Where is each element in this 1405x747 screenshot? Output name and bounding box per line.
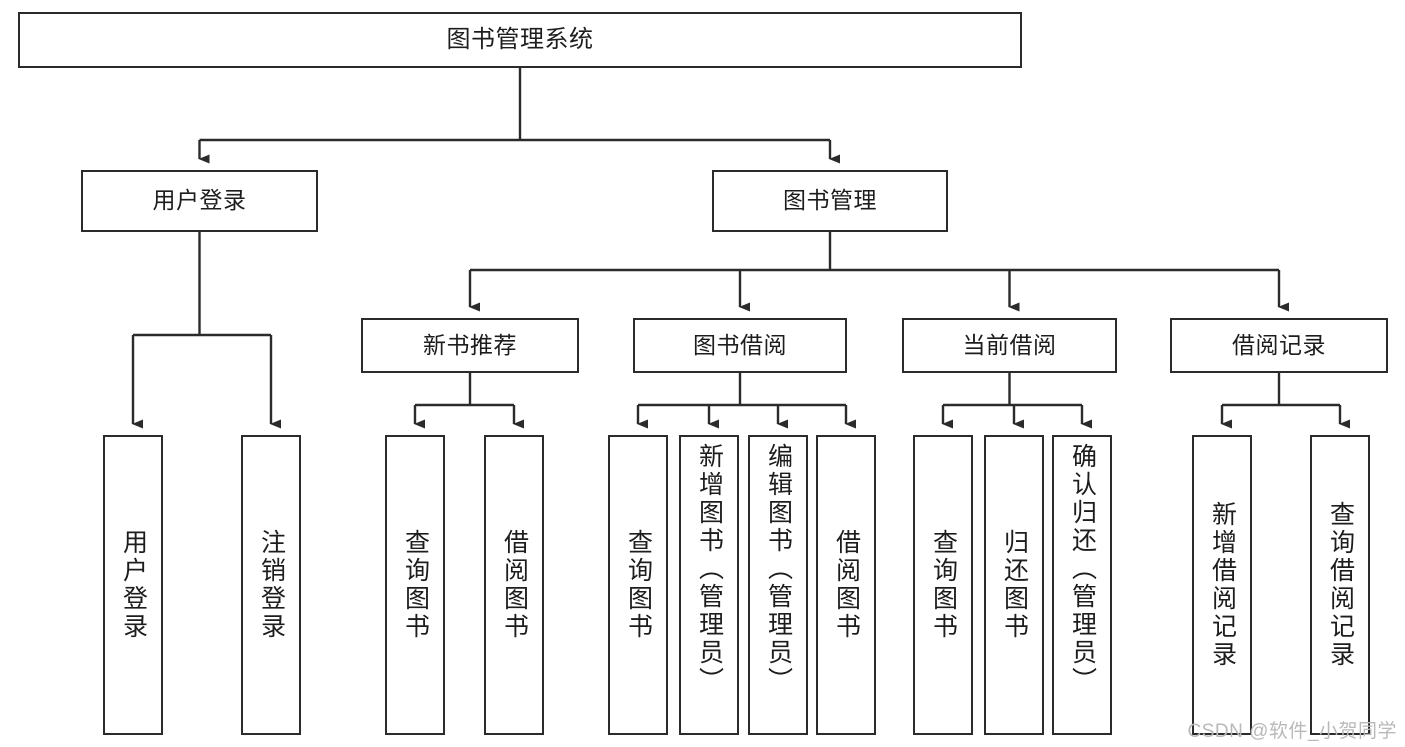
- node-login[interactable]: 用户登录: [81, 170, 318, 232]
- node-label: 编辑图书（管理员）: [764, 443, 793, 695]
- node-records[interactable]: 借阅记录: [1170, 318, 1388, 373]
- node-label: 查询图书: [624, 529, 653, 641]
- node-label: 确认归还（管理员）: [1068, 443, 1097, 695]
- node-label: 图书管理: [783, 187, 877, 214]
- node-l-qrec[interactable]: 查询借阅记录: [1310, 435, 1370, 735]
- node-l-bbook2[interactable]: 借阅图书: [816, 435, 876, 735]
- node-l-logout[interactable]: 注销登录: [241, 435, 301, 735]
- node-l-qbook2[interactable]: 查询图书: [608, 435, 668, 735]
- node-l-qbook3[interactable]: 查询图书: [913, 435, 973, 735]
- node-label: 归还图书: [1000, 529, 1029, 641]
- node-label: 新书推荐: [423, 331, 517, 358]
- node-label: 当前借阅: [962, 331, 1057, 358]
- node-label: 查询借阅记录: [1326, 501, 1355, 669]
- node-label: 查询图书: [929, 529, 958, 641]
- node-label: 查询图书: [401, 529, 430, 641]
- node-label: 借阅图书: [500, 529, 529, 641]
- watermark-text: CSDN @软件_小贺同学: [1187, 721, 1397, 742]
- node-label: 借阅图书: [832, 529, 861, 641]
- node-label: 图书管理系统: [446, 25, 594, 53]
- node-label: 新增借阅记录: [1208, 501, 1237, 669]
- node-l-qbook1[interactable]: 查询图书: [385, 435, 445, 735]
- node-label: 图书借阅: [693, 331, 787, 358]
- node-label: 借阅记录: [1232, 331, 1326, 358]
- node-l-bbook1[interactable]: 借阅图书: [484, 435, 544, 735]
- node-l-return[interactable]: 归还图书: [984, 435, 1044, 735]
- node-l-addbook[interactable]: 新增图书（管理员）: [679, 435, 739, 735]
- node-newbook[interactable]: 新书推荐: [361, 318, 579, 373]
- node-label: 用户登录: [119, 529, 148, 641]
- node-l-addrec[interactable]: 新增借阅记录: [1192, 435, 1252, 735]
- node-current[interactable]: 当前借阅: [902, 318, 1117, 373]
- node-borrow[interactable]: 图书借阅: [633, 318, 847, 373]
- node-l-confirm[interactable]: 确认归还（管理员）: [1052, 435, 1112, 735]
- node-label: 注销登录: [257, 529, 286, 641]
- node-label: 新增图书（管理员）: [695, 443, 724, 695]
- node-root[interactable]: 图书管理系统: [18, 12, 1022, 68]
- node-l-login[interactable]: 用户登录: [103, 435, 163, 735]
- node-l-editbook[interactable]: 编辑图书（管理员）: [748, 435, 808, 735]
- node-bookmgmt[interactable]: 图书管理: [712, 170, 948, 232]
- node-label: 用户登录: [152, 187, 247, 214]
